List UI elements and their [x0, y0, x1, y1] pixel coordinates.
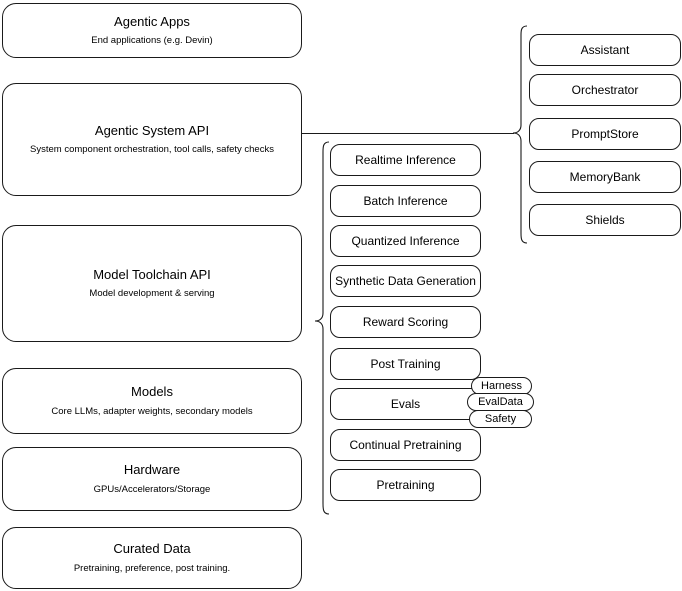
capability-synthetic-data-generation[interactable]: Synthetic Data Generation: [330, 265, 481, 297]
component-assistant[interactable]: Assistant: [529, 34, 681, 66]
capability-label: Synthetic Data Generation: [335, 273, 476, 288]
component-label: Orchestrator: [571, 82, 639, 97]
capability-post-training[interactable]: Post Training: [330, 348, 481, 380]
layer-subtitle: Core LLMs, adapter weights, secondary mo…: [51, 405, 253, 417]
layer-subtitle: System component orchestration, tool cal…: [30, 144, 274, 156]
eval-tag-label: Harness: [481, 380, 522, 392]
connector-system-api-to-components: [302, 133, 514, 134]
layer-title: Agentic System API: [94, 122, 210, 138]
component-label: PromptStore: [571, 126, 639, 141]
layer-subtitle: End applications (e.g. Devin): [91, 35, 213, 47]
capability-label: Pretraining: [376, 477, 435, 492]
layer-title: Agentic Apps: [114, 13, 190, 29]
component-label: Shields: [585, 212, 625, 227]
layer-subtitle: Model development & serving: [89, 288, 215, 300]
component-label: Assistant: [580, 42, 630, 57]
layer-models[interactable]: Models Core LLMs, adapter weights, secon…: [2, 368, 302, 434]
layer-agentic-system-api[interactable]: Agentic System API System component orch…: [2, 83, 302, 196]
component-shields[interactable]: Shields: [529, 204, 681, 236]
layer-curated-data[interactable]: Curated Data Pretraining, preference, po…: [2, 527, 302, 589]
layer-title: Model Toolchain API: [93, 266, 211, 282]
brace-toolchain-capabilities: [314, 141, 330, 515]
component-orchestrator[interactable]: Orchestrator: [529, 74, 681, 106]
eval-tag-evaldata[interactable]: EvalData: [467, 393, 534, 411]
component-memorybank[interactable]: MemoryBank: [529, 161, 681, 193]
layer-model-toolchain-api[interactable]: Model Toolchain API Model development & …: [2, 225, 302, 342]
layer-hardware[interactable]: Hardware GPUs/Accelerators/Storage: [2, 447, 302, 511]
capability-label: Continual Pretraining: [349, 437, 462, 452]
capability-quantized-inference[interactable]: Quantized Inference: [330, 225, 481, 257]
capability-label: Reward Scoring: [362, 314, 449, 329]
capability-label: Post Training: [370, 356, 441, 371]
component-label: MemoryBank: [569, 169, 641, 184]
layer-title: Hardware: [123, 462, 181, 478]
capability-label: Quantized Inference: [351, 233, 460, 248]
capability-realtime-inference[interactable]: Realtime Inference: [330, 144, 481, 176]
layer-title: Curated Data: [113, 541, 191, 557]
eval-tag-label: EvalData: [478, 396, 523, 408]
layer-agentic-apps[interactable]: Agentic Apps End applications (e.g. Devi…: [2, 3, 302, 58]
capability-continual-pretraining[interactable]: Continual Pretraining: [330, 429, 481, 461]
layer-subtitle: GPUs/Accelerators/Storage: [93, 483, 211, 495]
capability-evals[interactable]: Evals: [330, 388, 481, 420]
capability-label: Evals: [390, 396, 421, 411]
capability-pretraining[interactable]: Pretraining: [330, 469, 481, 501]
capability-reward-scoring[interactable]: Reward Scoring: [330, 306, 481, 338]
eval-tag-label: Safety: [484, 413, 517, 425]
capability-batch-inference[interactable]: Batch Inference: [330, 185, 481, 217]
capability-label: Batch Inference: [363, 193, 448, 208]
component-promptstore[interactable]: PromptStore: [529, 118, 681, 150]
capability-label: Realtime Inference: [355, 152, 456, 167]
eval-tag-safety[interactable]: Safety: [469, 410, 532, 428]
brace-system-components: [512, 25, 528, 244]
layer-title: Models: [131, 384, 173, 400]
layer-subtitle: Pretraining, preference, post training.: [73, 562, 231, 574]
